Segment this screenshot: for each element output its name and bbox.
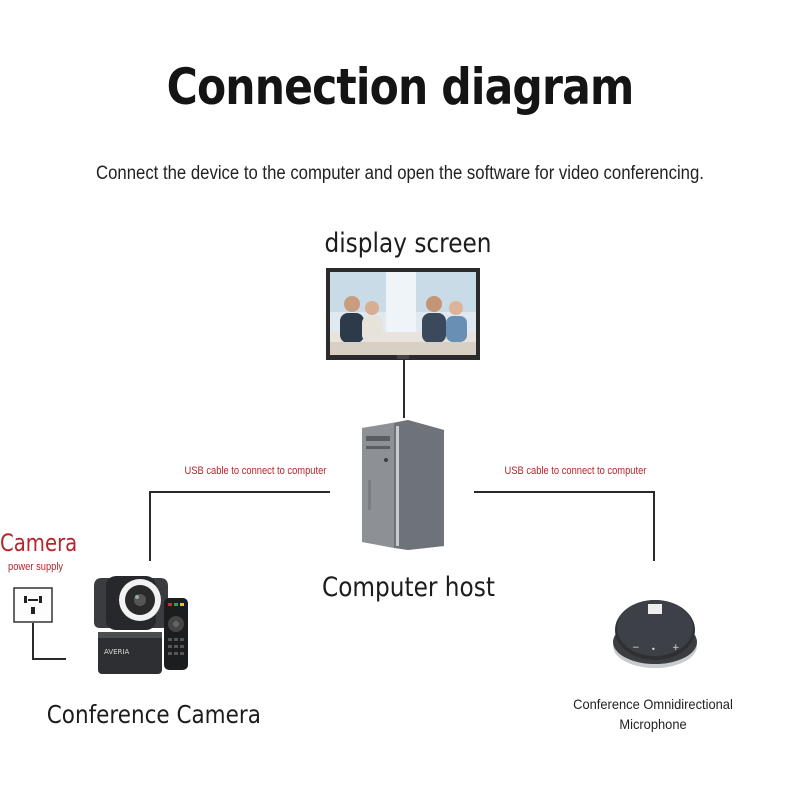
computer-host-label: Computer host bbox=[322, 572, 495, 603]
left-usb-cable-vertical bbox=[149, 491, 151, 561]
conference-camera-illustration: AVERIA bbox=[94, 576, 188, 674]
meeting-people-icon bbox=[340, 296, 467, 343]
camera-power-subtitle: power supply bbox=[8, 561, 64, 573]
microphone-label: Conference Omnidirectional Microphone bbox=[567, 694, 738, 734]
power-button-icon bbox=[384, 458, 388, 462]
drive-bay bbox=[366, 436, 390, 441]
display-screen-label: display screen bbox=[324, 228, 492, 259]
camera-power-title: Camera bbox=[0, 529, 78, 557]
svg-text:+: + bbox=[672, 643, 680, 653]
page-subtitle: Connect the device to the computer and o… bbox=[96, 163, 704, 184]
display-host-cable bbox=[403, 360, 405, 418]
display-screen-illustration bbox=[326, 268, 480, 360]
camera-base bbox=[98, 632, 162, 674]
left-usb-cable-label: USB cable to connect to computer bbox=[184, 465, 327, 477]
right-usb-cable-horizontal bbox=[474, 491, 655, 493]
right-usb-cable-label: USB cable to connect to computer bbox=[504, 465, 647, 477]
conference-microphone-illustration: − • + bbox=[613, 600, 697, 668]
right-usb-cable-vertical bbox=[653, 491, 655, 561]
power-cable-vertical bbox=[32, 623, 34, 659]
conference-camera-label: Conference Camera bbox=[46, 700, 261, 729]
camera-brand: AVERIA bbox=[104, 648, 129, 656]
page-title: Connection diagram bbox=[166, 58, 635, 116]
power-outlet-icon bbox=[13, 587, 53, 623]
left-usb-cable-horizontal bbox=[149, 491, 330, 493]
microphone-label-line2: Microphone bbox=[619, 716, 687, 732]
microphone-label-line1: Conference Omnidirectional bbox=[573, 696, 733, 712]
mic-mute-icon: • bbox=[651, 645, 656, 654]
power-cable-horizontal bbox=[32, 658, 66, 660]
microphone-logo bbox=[648, 604, 662, 614]
svg-text:−: − bbox=[632, 643, 640, 653]
remote-control-icon bbox=[164, 598, 188, 670]
computer-host-illustration bbox=[362, 420, 444, 550]
